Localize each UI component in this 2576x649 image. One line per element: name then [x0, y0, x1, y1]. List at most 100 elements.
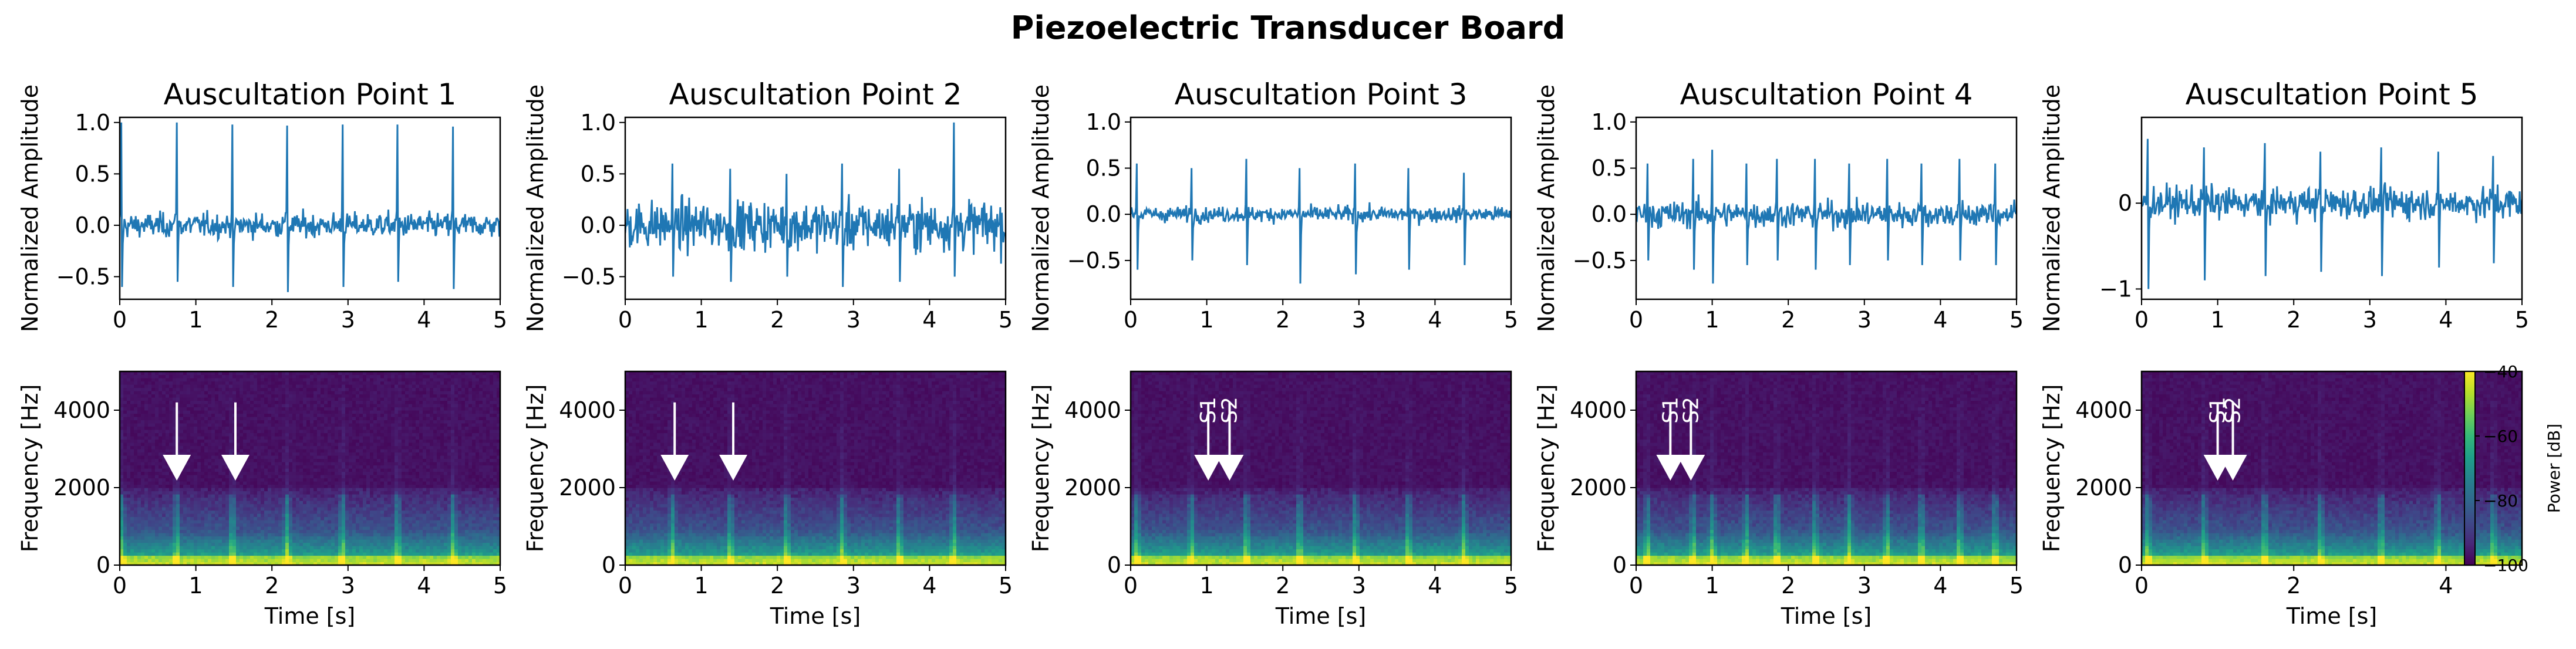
spectrogram-cell — [296, 436, 300, 440]
spectrogram-cell — [296, 513, 300, 518]
spectrogram-cell — [476, 516, 480, 520]
spectrogram-cell — [479, 442, 483, 447]
spectrogram-cell — [148, 436, 152, 440]
spectrogram-cell — [476, 458, 480, 462]
spectrogram-cell — [306, 526, 311, 530]
spectrogram-cell — [130, 555, 134, 559]
spectrogram-cell — [289, 481, 293, 485]
spectrogram-cell — [194, 420, 198, 424]
spectrogram-cell — [166, 462, 170, 466]
x-tick-label: 4 — [1933, 307, 1947, 333]
spectrogram-cell — [363, 471, 367, 475]
spectrogram-cell — [211, 501, 215, 505]
spectrogram-cell — [430, 501, 434, 505]
spectrogram-cell — [187, 436, 191, 440]
spectrogram-cell — [141, 478, 145, 482]
spectrogram-cell — [261, 423, 265, 427]
spectrogram-cell — [493, 562, 497, 566]
spectrogram-cell — [289, 501, 293, 505]
spectrogram-cell — [278, 523, 282, 527]
spectrogram-cell — [134, 507, 138, 511]
spectrogram-cell — [190, 494, 194, 498]
spectrogram-cell — [169, 442, 173, 447]
spectrogram-cell — [151, 546, 156, 550]
spectrogram-cell — [180, 423, 184, 427]
spectrogram-cell — [391, 494, 395, 498]
spectrogram-cell — [345, 484, 349, 488]
spectrogram-cell — [430, 439, 434, 443]
spectrogram-cell — [437, 462, 441, 466]
spectrogram-cell — [380, 507, 385, 511]
spectrogram-cell — [127, 488, 131, 492]
spectrogram-cell — [240, 513, 244, 518]
spectrogram-cell — [490, 523, 494, 527]
spectrogram-cell — [363, 452, 367, 456]
spectrogram-cell — [468, 458, 473, 462]
spectrogram-cell — [342, 432, 346, 437]
spectrogram-cell — [197, 436, 201, 440]
spectrogram-cell — [472, 452, 476, 456]
spectrogram-cell — [490, 497, 494, 501]
spectrogram-cell — [402, 510, 406, 514]
spectrogram-cell — [419, 529, 423, 533]
spectrogram-cell — [278, 488, 282, 492]
spectrogram-cell — [289, 452, 293, 456]
spectrogram-cell — [321, 542, 325, 546]
spectrogram-cell — [387, 555, 392, 559]
spectrogram-cell — [240, 423, 244, 427]
spectrogram-cell — [363, 546, 367, 550]
spectrogram-cell — [303, 484, 307, 488]
spectrogram-cell — [148, 501, 152, 505]
spectrogram-cell — [130, 455, 134, 459]
spectrogram-cell — [437, 449, 441, 453]
spectrogram-cell — [472, 458, 476, 462]
spectrogram-cell — [120, 481, 124, 485]
spectrogram-cell — [247, 491, 251, 495]
spectrogram-cell — [183, 562, 187, 566]
spectrogram-cell — [310, 432, 314, 437]
spectrogram-cell — [127, 539, 131, 543]
spectrogram-cell — [483, 458, 487, 462]
spectrogram-cell — [292, 449, 296, 453]
spectrogram-cell — [373, 520, 377, 524]
spectrogram-cell — [243, 552, 247, 556]
spectrogram-cell — [335, 481, 339, 485]
spectrogram-cell — [458, 520, 462, 524]
spectrogram-cell — [155, 529, 159, 533]
spectrogram-cell — [437, 458, 441, 462]
spectrogram-cell — [313, 475, 318, 479]
spectrogram-cell — [493, 526, 497, 530]
spectrogram-cell — [225, 439, 230, 443]
spectrogram-cell — [310, 536, 314, 540]
spectrogram-cell — [321, 510, 325, 514]
spectrogram-cell — [211, 488, 215, 492]
spectrogram-cell — [423, 539, 427, 543]
spectrogram-cell — [123, 484, 127, 488]
spectrogram-cell — [310, 484, 314, 488]
spectrogram-cell — [476, 529, 480, 533]
y-axis-label: Normalized Amplitude — [2039, 84, 2065, 332]
spectrogram-cell — [310, 488, 314, 492]
spectrogram-cell — [130, 513, 134, 518]
spectrogram-cell — [183, 539, 187, 543]
spectrogram-cell — [405, 471, 409, 475]
spectrogram-cell — [190, 436, 194, 440]
spectrogram-cell — [444, 536, 448, 540]
spectrogram-cell — [254, 503, 258, 508]
spectrogram-cell — [380, 423, 385, 427]
spectrogram-cell — [447, 471, 451, 475]
spectrogram-cell — [303, 507, 307, 511]
spectrogram-cell — [197, 491, 201, 495]
spectrogram-cell — [159, 520, 163, 524]
spectrogram-cell — [264, 559, 268, 563]
spectrogram-cell — [201, 503, 205, 508]
spectrogram-cell — [493, 458, 497, 462]
spectrogram-cell — [155, 430, 159, 434]
spectrogram-cell — [472, 475, 476, 479]
spectrogram-cell — [349, 423, 353, 427]
spectrogram-cell — [261, 559, 265, 563]
spectrogram-cell — [201, 452, 205, 456]
spectrogram-cell — [370, 546, 374, 550]
spectrogram-cell — [476, 559, 480, 563]
